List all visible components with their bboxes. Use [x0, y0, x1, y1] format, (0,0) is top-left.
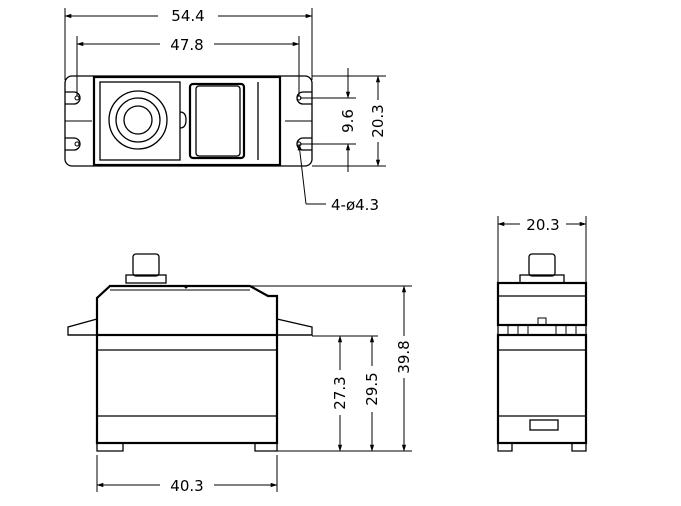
shaft-base	[125, 274, 167, 284]
output-gear-outer	[108, 90, 168, 150]
side-foot-left	[497, 443, 513, 452]
side-flange-band	[497, 324, 587, 336]
side-case	[496, 333, 588, 445]
label-pad	[188, 82, 246, 160]
dim-hole-offset: 9.6	[339, 109, 357, 133]
side-shaft	[528, 253, 556, 277]
dim-overall-height: 39.8	[395, 340, 413, 373]
dim-top-height: 20.3	[369, 104, 387, 137]
left-hole-upper	[74, 95, 80, 101]
front-case	[95, 333, 279, 445]
foot-right	[254, 443, 278, 452]
dim-mount-hole-spacing: 47.8	[170, 36, 203, 54]
hole-callout: 4-ø4.3	[331, 196, 379, 214]
side-view: 20.3	[496, 216, 588, 452]
right-flange	[276, 318, 313, 336]
left-slot-upper	[65, 91, 81, 105]
output-spline	[123, 105, 153, 135]
dim-body-width: 40.3	[170, 477, 203, 495]
side-foot-right	[571, 443, 587, 452]
top-body-outline	[92, 75, 282, 167]
top-body-inner	[99, 81, 181, 161]
dim-side-width: 20.3	[526, 216, 559, 234]
dim-case-height: 29.5	[363, 372, 381, 405]
side-top-cap	[496, 281, 588, 327]
left-flange	[67, 318, 98, 336]
left-slot-lower	[65, 137, 81, 151]
dim-overall-width: 54.4	[171, 7, 204, 25]
left-hole-lower	[74, 141, 80, 147]
output-shaft	[132, 253, 160, 277]
front-view: 40.3 27.3 29.5 39.8	[67, 253, 413, 495]
top-notch	[179, 111, 187, 129]
label-pad-inner	[195, 85, 241, 157]
side-cable-exit	[529, 419, 559, 431]
top-flange	[64, 75, 313, 167]
hole-leader	[297, 143, 307, 205]
output-gear-mid	[115, 97, 161, 143]
foot-left	[96, 443, 124, 452]
side-tab	[537, 317, 547, 326]
dim-flange-height: 27.3	[331, 376, 349, 409]
top-view: 54.4 47.8	[64, 7, 387, 214]
top-cap-mark	[184, 285, 188, 289]
front-top-cap	[95, 284, 279, 335]
